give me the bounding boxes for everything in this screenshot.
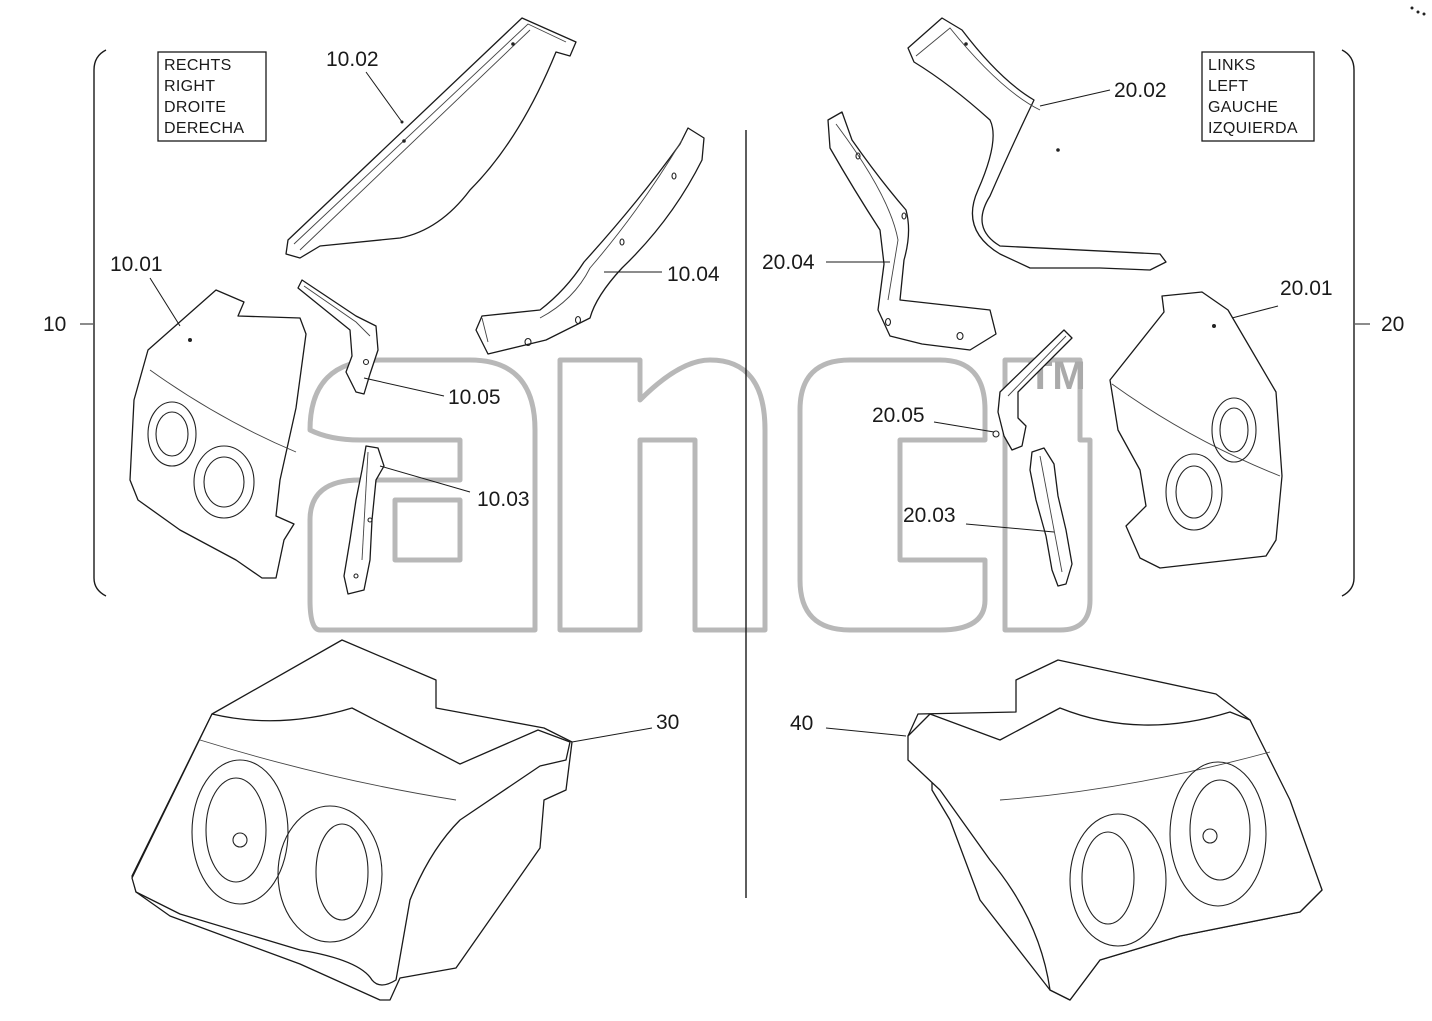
right-group-bracket: 20 bbox=[1341, 49, 1404, 597]
part-label-40: 40 bbox=[790, 712, 813, 735]
part-label-20-04: 20.04 bbox=[762, 251, 815, 274]
part-10-03: 10.03 bbox=[343, 445, 530, 595]
legend-line: IZQUIERDA bbox=[1208, 120, 1298, 137]
corner-marks bbox=[1410, 6, 1426, 16]
legend-box-right: RECHTS RIGHT DROITE DERECHA bbox=[157, 51, 267, 142]
part-label-20-03: 20.03 bbox=[903, 504, 956, 527]
part-label-10-05: 10.05 bbox=[448, 386, 501, 409]
part-40-assembly: 40 bbox=[790, 659, 1323, 1001]
legend-line: LINKS bbox=[1208, 57, 1256, 74]
legend-box-left: LINKS LEFT GAUCHE IZQUIERDA bbox=[1201, 51, 1315, 142]
part-label-10-02: 10.02 bbox=[326, 48, 379, 71]
legend-line: DERECHA bbox=[164, 120, 244, 137]
part-10-04: 10.04 bbox=[475, 127, 720, 355]
part-20-02: 20.02 bbox=[907, 17, 1167, 271]
part-20-01: 20.01 bbox=[1109, 277, 1333, 569]
part-20-04: 20.04 bbox=[762, 111, 997, 351]
part-30-assembly: 30 bbox=[131, 639, 679, 1001]
part-20-05: 20.05 bbox=[872, 329, 1073, 451]
legend-line: LEFT bbox=[1208, 78, 1248, 95]
part-label-30: 30 bbox=[656, 711, 679, 734]
left-group-bracket: 10 bbox=[43, 49, 107, 597]
legend-line: DROITE bbox=[164, 99, 226, 116]
legend-line: RIGHT bbox=[164, 78, 215, 95]
part-label-10-03: 10.03 bbox=[477, 488, 530, 511]
part-label-20-01: 20.01 bbox=[1280, 277, 1333, 300]
legend-line: GAUCHE bbox=[1208, 99, 1278, 116]
part-20-03: 20.03 bbox=[903, 447, 1073, 587]
part-10-05: 10.05 bbox=[297, 279, 501, 409]
part-label-10-01: 10.01 bbox=[110, 253, 163, 276]
part-label-20-02: 20.02 bbox=[1114, 79, 1167, 102]
legend-line: RECHTS bbox=[164, 57, 232, 74]
part-10-01: 10.01 bbox=[110, 253, 307, 579]
part-label-20-05: 20.05 bbox=[872, 404, 925, 427]
group-label-10: 10 bbox=[43, 313, 66, 336]
part-10-02: 10.02 bbox=[285, 17, 577, 259]
part-label-10-04: 10.04 bbox=[667, 263, 720, 286]
group-label-20: 20 bbox=[1381, 313, 1404, 336]
watermark-logo: TM bbox=[307, 354, 1093, 633]
